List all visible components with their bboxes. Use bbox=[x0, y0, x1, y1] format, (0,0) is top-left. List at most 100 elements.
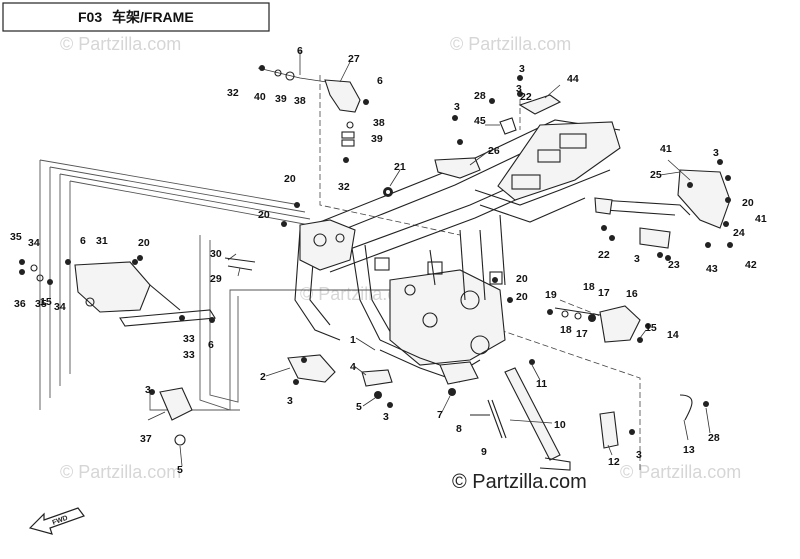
callout-20: 20 bbox=[516, 273, 528, 285]
callout-38: 38 bbox=[294, 95, 306, 107]
callout-34: 34 bbox=[54, 301, 66, 313]
callout-13: 13 bbox=[683, 444, 695, 456]
callout-17: 17 bbox=[576, 328, 588, 340]
bracket-26 bbox=[434, 157, 481, 179]
callout-4: 4 bbox=[350, 361, 356, 373]
callout-35: 35 bbox=[10, 231, 22, 243]
callout-28: 28 bbox=[474, 90, 486, 102]
title-code: F03 bbox=[78, 9, 102, 25]
callout-18: 18 bbox=[560, 324, 572, 336]
callout-7: 7 bbox=[437, 409, 443, 421]
bracket-12 bbox=[599, 411, 619, 449]
callout-23: 23 bbox=[668, 259, 680, 271]
rear-bracket-assembly bbox=[594, 169, 733, 258]
callout-42: 42 bbox=[745, 259, 757, 271]
callout-6: 6 bbox=[208, 339, 214, 351]
right-bracket-assembly bbox=[547, 305, 651, 343]
callout-41: 41 bbox=[755, 213, 767, 225]
callout-3: 3 bbox=[145, 384, 151, 396]
watermark-top-right: © Partzilla.com bbox=[450, 34, 571, 54]
callout-20: 20 bbox=[138, 237, 150, 249]
callout-33: 33 bbox=[183, 349, 195, 361]
callout-3: 3 bbox=[454, 101, 460, 113]
bracket-4 bbox=[361, 369, 393, 387]
callout-labels: 1 2 3 3 3 3 3 3 3 3 3 4 5 5 6 6 6 6 7 8 … bbox=[10, 45, 767, 476]
watermark-main: © Partzilla.com bbox=[452, 471, 587, 493]
bracket-44 bbox=[518, 94, 562, 115]
upper-bracket-assembly bbox=[257, 65, 369, 163]
callout-43: 43 bbox=[706, 263, 718, 275]
callout-30: 30 bbox=[210, 248, 222, 260]
callout-6: 6 bbox=[377, 75, 383, 87]
callout-11: 11 bbox=[536, 378, 547, 390]
callout-34: 34 bbox=[28, 237, 40, 249]
callout-3: 3 bbox=[519, 63, 525, 75]
callout-3: 3 bbox=[634, 253, 640, 265]
title-name: 车架/FRAME bbox=[112, 9, 194, 25]
callout-5: 5 bbox=[356, 401, 362, 413]
callout-39: 39 bbox=[275, 93, 287, 105]
watermarks: © Partzilla.com © Partzilla.com © Partzi… bbox=[60, 34, 741, 493]
left-bracket-assembly bbox=[19, 259, 216, 327]
callout-19: 19 bbox=[545, 289, 557, 301]
callout-6: 6 bbox=[297, 45, 303, 57]
callout-26: 26 bbox=[488, 145, 500, 157]
callout-38: 38 bbox=[373, 117, 385, 129]
callout-17: 17 bbox=[598, 287, 610, 299]
spring-13 bbox=[679, 394, 693, 421]
callout-41: 41 bbox=[660, 143, 672, 155]
callout-2: 2 bbox=[260, 371, 266, 383]
callout-39: 39 bbox=[371, 133, 383, 145]
side-stand-assembly bbox=[439, 359, 571, 471]
callout-20: 20 bbox=[258, 209, 270, 221]
grommet-21 bbox=[383, 187, 393, 197]
frame-bolts bbox=[137, 75, 731, 303]
watermark-top-left: © Partzilla.com bbox=[60, 34, 181, 54]
callout-24: 24 bbox=[733, 227, 745, 239]
watermark-bottom-right: © Partzilla.com bbox=[620, 462, 741, 482]
callout-27: 27 bbox=[348, 53, 360, 65]
callout-22: 22 bbox=[520, 91, 532, 103]
callout-45: 45 bbox=[474, 115, 486, 127]
callout-9: 9 bbox=[481, 446, 487, 458]
callout-6: 6 bbox=[80, 235, 86, 247]
callout-20: 20 bbox=[742, 197, 754, 209]
callout-14: 14 bbox=[667, 329, 679, 341]
callout-32: 32 bbox=[338, 181, 350, 193]
callout-25: 25 bbox=[650, 169, 662, 181]
callout-15: 15 bbox=[645, 322, 657, 334]
callout-35: 35 bbox=[35, 298, 47, 310]
callout-3: 3 bbox=[383, 411, 389, 423]
callout-3: 3 bbox=[287, 395, 293, 407]
callout-3: 3 bbox=[713, 147, 719, 159]
callout-1: 1 bbox=[350, 334, 356, 346]
callout-44: 44 bbox=[567, 73, 579, 85]
callout-8: 8 bbox=[456, 423, 462, 435]
callout-21: 21 bbox=[394, 161, 406, 173]
bracket-2 bbox=[287, 354, 336, 383]
callout-12: 12 bbox=[608, 456, 620, 468]
reference-guide-lines bbox=[39, 75, 641, 470]
callout-3: 3 bbox=[516, 83, 522, 95]
callout-36: 36 bbox=[14, 298, 26, 310]
callout-3: 3 bbox=[636, 449, 642, 461]
main-frame bbox=[294, 119, 621, 383]
callout-32: 32 bbox=[227, 87, 239, 99]
callout-5: 5 bbox=[177, 464, 183, 476]
callout-18: 18 bbox=[583, 281, 595, 293]
callout-16: 16 bbox=[626, 288, 638, 300]
callout-20: 20 bbox=[284, 173, 296, 185]
title-box: F03 车架/FRAME bbox=[2, 2, 270, 32]
leader-lines bbox=[147, 50, 711, 467]
fwd-arrow-icon: FWD bbox=[28, 507, 85, 535]
callout-40: 40 bbox=[254, 91, 266, 103]
callout-29: 29 bbox=[210, 273, 222, 285]
callout-10: 10 bbox=[554, 419, 566, 431]
callout-15: 15 bbox=[40, 296, 52, 308]
bracket-37 bbox=[149, 387, 193, 446]
callout-33: 33 bbox=[183, 333, 195, 345]
callout-31: 31 bbox=[96, 235, 108, 247]
callout-22: 22 bbox=[598, 249, 610, 261]
bracket-45 bbox=[499, 117, 517, 135]
callout-37: 37 bbox=[140, 433, 152, 445]
